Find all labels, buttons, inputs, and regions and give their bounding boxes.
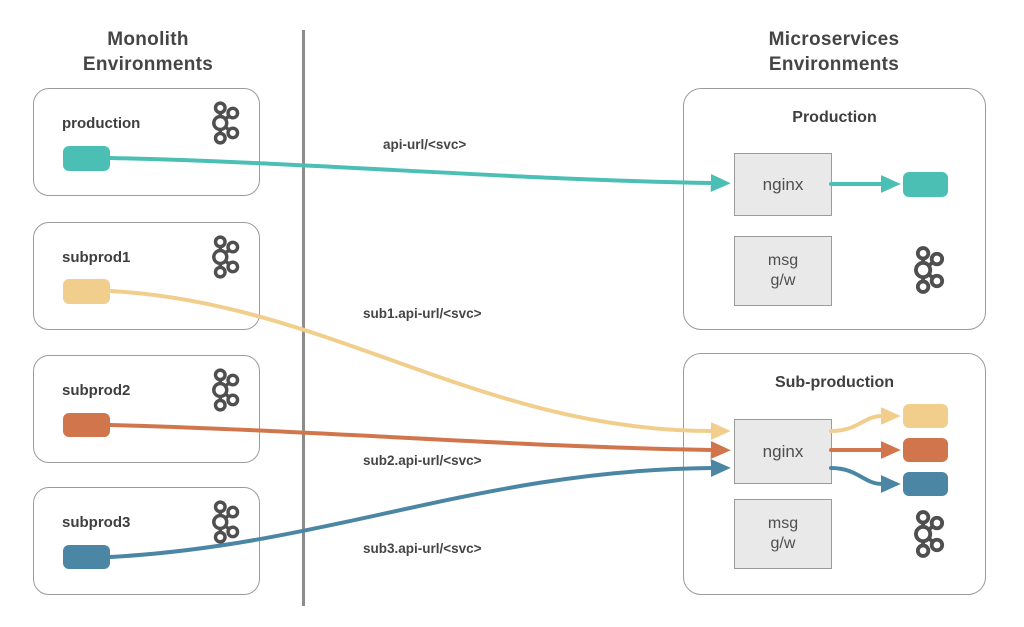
- nginx-label: nginx: [762, 174, 804, 194]
- msg-gateway-label: msg g/w: [767, 252, 799, 289]
- env-label-subprod2: subprod2: [62, 382, 131, 399]
- env-label-subprod3: subprod3: [62, 514, 131, 531]
- nginx-box-subproduction: nginx: [734, 419, 832, 484]
- route-label-api-url: api-url/<svc>: [383, 137, 467, 152]
- env-box-subprod3: subprod3: [33, 487, 260, 595]
- panel-production-title: Production: [792, 109, 877, 126]
- env-box-subprod2: subprod2: [33, 355, 260, 463]
- route-label-sub3: sub3.api-url/<svc>: [363, 541, 482, 556]
- panel-subproduction-title: Sub-production: [774, 374, 895, 391]
- panel-subproduction: Sub-production nginx msg g/w: [683, 353, 986, 595]
- divider-line: [302, 30, 305, 606]
- panel-production: Production nginx msg g/w: [683, 88, 986, 330]
- nginx-box-production: nginx: [734, 153, 832, 216]
- env-box-subprod1: subprod1: [33, 222, 260, 330]
- env-box-production: production: [33, 88, 260, 196]
- route-label-sub1: sub1.api-url/<svc>: [363, 306, 482, 321]
- env-label-subprod1: subprod1: [62, 249, 131, 266]
- nginx-label: nginx: [762, 441, 804, 461]
- msg-gateway-box-subproduction: msg g/w: [734, 499, 832, 569]
- msg-gateway-label: msg g/w: [767, 515, 799, 552]
- env-label-production: production: [62, 115, 141, 132]
- microservices-heading: Microservices Environments: [768, 29, 900, 75]
- monolith-heading: Monolith Environments: [82, 29, 214, 75]
- msg-gateway-box-production: msg g/w: [734, 236, 832, 306]
- route-label-sub2: sub2.api-url/<svc>: [363, 453, 482, 468]
